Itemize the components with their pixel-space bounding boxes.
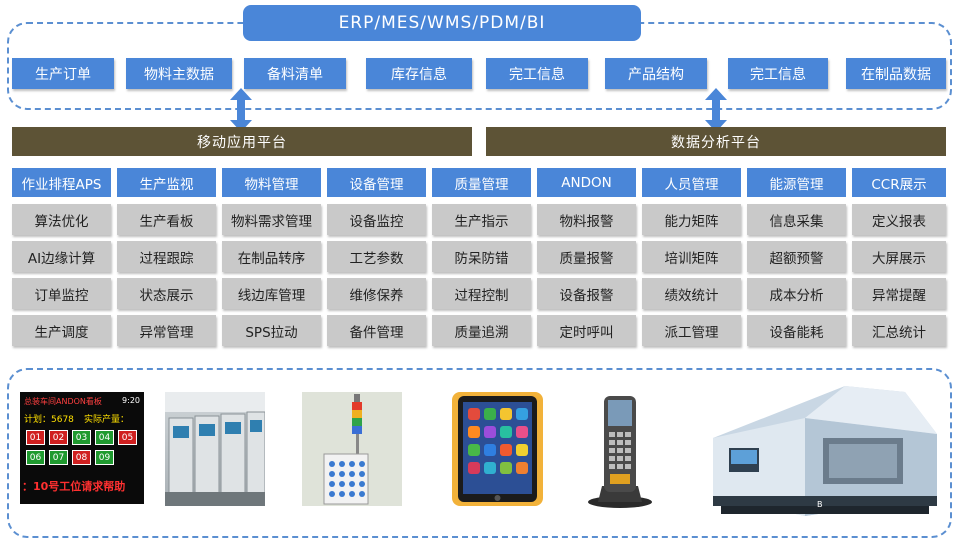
- module-item: 防呆防错: [432, 241, 531, 272]
- module-head: 能源管理: [747, 168, 846, 197]
- module-item: 定时呼叫: [537, 315, 636, 346]
- andon-time: 9:20: [122, 396, 140, 405]
- handheld-scanner-image: [580, 390, 660, 510]
- module-item: 生产调度: [12, 315, 111, 346]
- module-item: 物料需求管理: [222, 204, 321, 235]
- module-item: 派工管理: [642, 315, 741, 346]
- andon-board-image: 总装车间ANDON看板 9:20 计划：5678 实际产量： 01 02 03 04 0…: [20, 392, 144, 504]
- module-item: 培训矩阵: [642, 241, 741, 272]
- module-item: 设备能耗: [747, 315, 846, 346]
- module-item: 工艺参数: [327, 241, 426, 272]
- module-head: 质量管理: [432, 168, 531, 197]
- andon-cell: 03: [72, 430, 91, 445]
- module-item: 质量报警: [537, 241, 636, 272]
- system-box-6: 产品结构: [605, 58, 707, 89]
- module-head: CCR展示: [852, 168, 946, 197]
- module-item: 信息采集: [747, 204, 846, 235]
- module-head: 作业排程APS: [12, 168, 111, 197]
- module-head: 物料管理: [222, 168, 321, 197]
- andon-cell: 02: [49, 430, 68, 445]
- module-item: 成本分析: [747, 278, 846, 309]
- andon-actual: 实际产量：: [84, 415, 130, 425]
- module-item: 维修保养: [327, 278, 426, 309]
- module-item: 状态展示: [117, 278, 216, 309]
- module-item: SPS拉动: [222, 315, 321, 346]
- andon-cell: 06: [26, 450, 45, 465]
- cnc-machine-image: B: [705, 378, 945, 520]
- andon-cell: 09: [95, 450, 114, 465]
- andon-cell: 05: [118, 430, 137, 445]
- control-cabinets-image: [165, 392, 265, 506]
- module-column-6: ANDON 物料报警质量报警设备报警定时呼叫: [537, 168, 636, 346]
- module-column-5: 质量管理生产指示防呆防错过程控制质量追溯: [432, 168, 531, 346]
- module-item: 绩效统计: [642, 278, 741, 309]
- andon-cell: 08: [72, 450, 91, 465]
- module-item: 异常管理: [117, 315, 216, 346]
- module-item: 超额预警: [747, 241, 846, 272]
- module-item: 大屏展示: [852, 241, 946, 272]
- double-arrow-icon-right: [705, 88, 727, 132]
- module-item: AI边缘计算: [12, 241, 111, 272]
- module-item: 能力矩阵: [642, 204, 741, 235]
- system-box-2: 物料主数据: [126, 58, 232, 89]
- system-box-5: 完工信息: [486, 58, 588, 89]
- andon-cell: 01: [26, 430, 45, 445]
- module-item: 异常提醒: [852, 278, 946, 309]
- andon-cell: 07: [49, 450, 68, 465]
- module-column-7: 人员管理能力矩阵培训矩阵绩效统计派工管理: [642, 168, 741, 346]
- module-head: 生产监视: [117, 168, 216, 197]
- andon-plan: 计划：5678: [24, 415, 74, 425]
- module-item: 物料报警: [537, 204, 636, 235]
- module-item: 过程跟踪: [117, 241, 216, 272]
- system-box-3: 备料清单: [244, 58, 346, 89]
- devices-region: [7, 368, 952, 538]
- module-head: ANDON: [537, 168, 636, 197]
- module-item: 生产看板: [117, 204, 216, 235]
- mobile-platform-bar: 移动应用平台: [12, 127, 472, 156]
- module-column-3: 物料管理物料需求管理在制品转序线边库管理 SPS拉动: [222, 168, 321, 346]
- module-item: 质量追溯: [432, 315, 531, 346]
- erp-banner: ERP/MES/WMS/PDM/BI: [243, 5, 641, 41]
- module-head: 设备管理: [327, 168, 426, 197]
- module-column-9: CCR展示定义报表大屏展示异常提醒汇总统计: [852, 168, 946, 346]
- module-head: 人员管理: [642, 168, 741, 197]
- module-column-2: 生产监视生产看板过程跟踪状态展示异常管理: [117, 168, 216, 346]
- module-item: 设备报警: [537, 278, 636, 309]
- rugged-tablet-image: [450, 390, 545, 508]
- module-item: 汇总统计: [852, 315, 946, 346]
- double-arrow-icon-left: [230, 88, 252, 132]
- stack-light-image: [302, 392, 402, 506]
- module-item: 订单监控: [12, 278, 111, 309]
- analytics-platform-bar: 数据分析平台: [486, 127, 946, 156]
- system-box-1: 生产订单: [12, 58, 114, 89]
- module-item: 定义报表: [852, 204, 946, 235]
- module-item: 线边库管理: [222, 278, 321, 309]
- system-box-8: 在制品数据: [846, 58, 946, 89]
- system-box-7: 完工信息: [728, 58, 828, 89]
- module-item: 过程控制: [432, 278, 531, 309]
- module-column-8: 能源管理信息采集超额预警成本分析设备能耗: [747, 168, 846, 346]
- module-item: 算法优化: [12, 204, 111, 235]
- andon-cell: 04: [95, 430, 114, 445]
- andon-title: 总装车间ANDON看板: [24, 397, 102, 406]
- machine-mark: B: [817, 500, 823, 509]
- system-box-4: 库存信息: [366, 58, 472, 89]
- module-column-1: 作业排程APS 算法优化 AI边缘计算订单监控生产调度: [12, 168, 111, 346]
- module-item: 在制品转序: [222, 241, 321, 272]
- module-item: 生产指示: [432, 204, 531, 235]
- module-item: 设备监控: [327, 204, 426, 235]
- module-item: 备件管理: [327, 315, 426, 346]
- module-column-4: 设备管理设备监控工艺参数维修保养备件管理: [327, 168, 426, 346]
- andon-ticker: ：10号工位请求帮助: [22, 480, 126, 493]
